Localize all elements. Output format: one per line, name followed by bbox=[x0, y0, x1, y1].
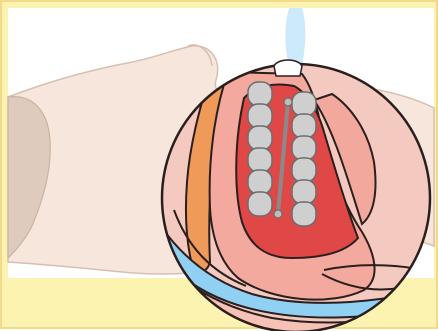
nostril-icon bbox=[274, 60, 302, 76]
